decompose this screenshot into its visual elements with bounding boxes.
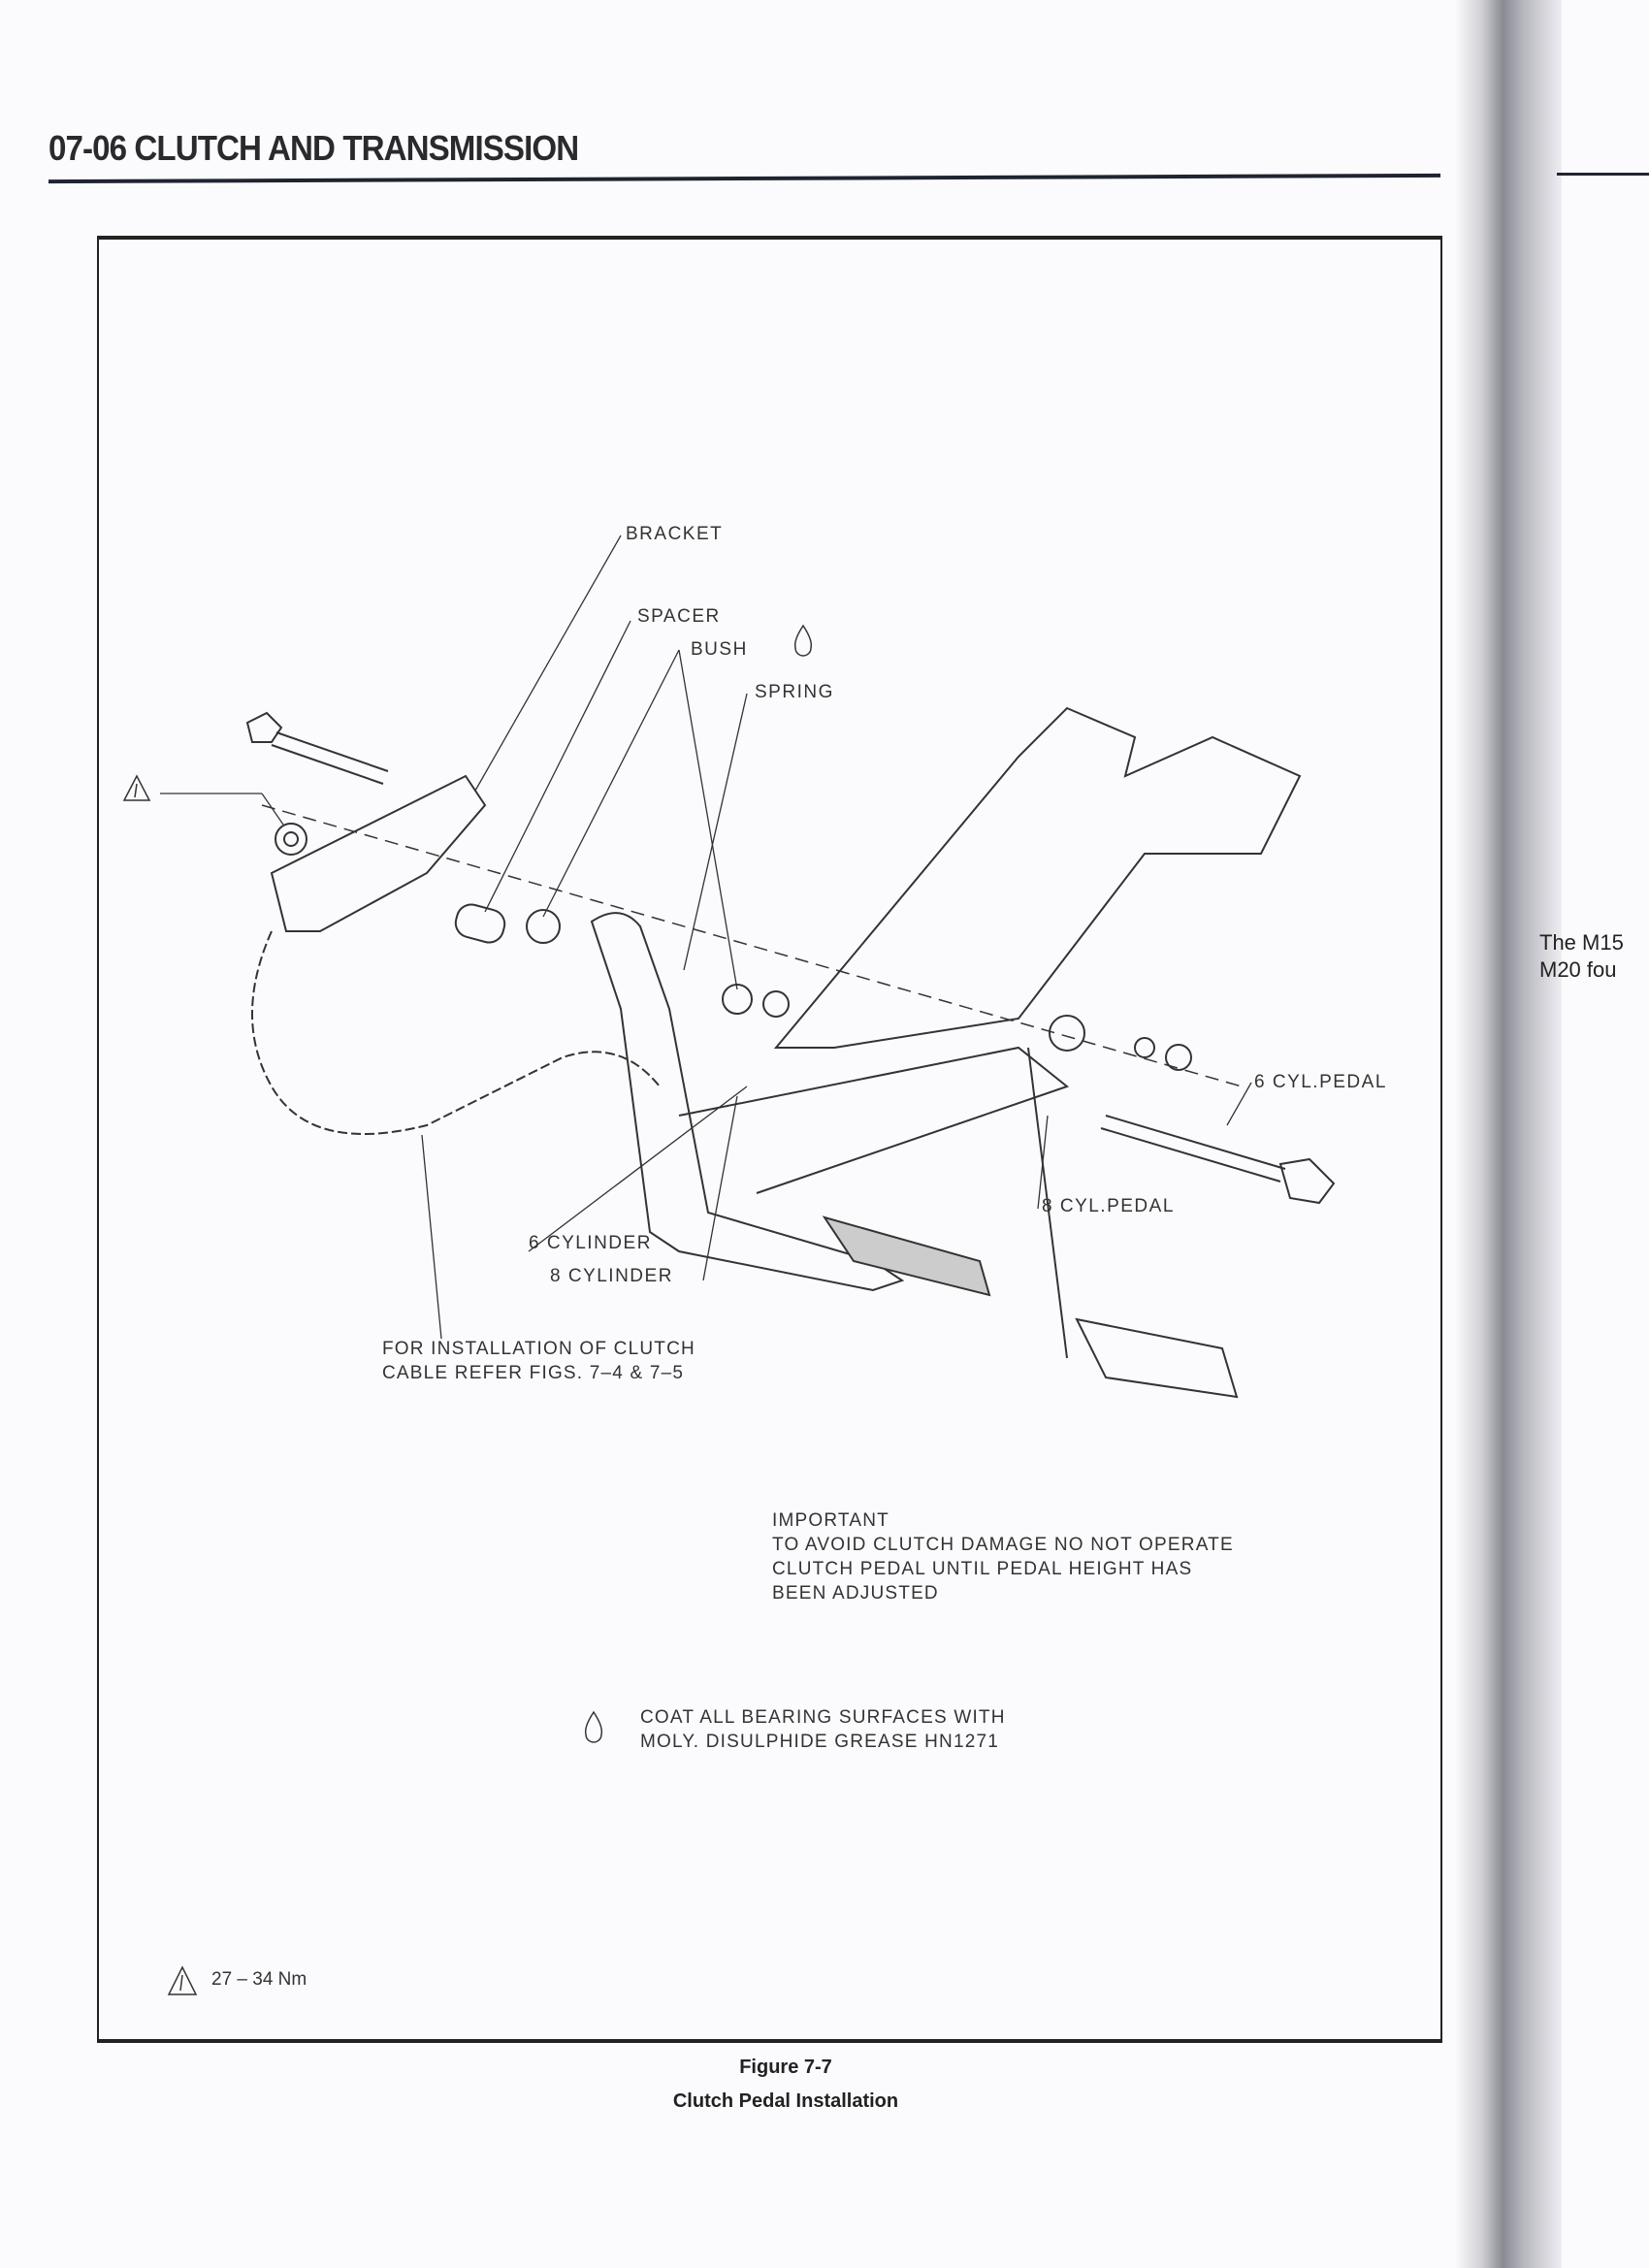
label-8-cyl-pedal: 8 CYL.PEDAL xyxy=(1042,1196,1175,1216)
figure-number: Figure 7-7 xyxy=(739,2057,832,2078)
torque-triangle-icon xyxy=(122,774,151,801)
facing-page-text: The M15 M20 fou xyxy=(1539,929,1624,984)
label-spacer: SPACER xyxy=(637,606,721,627)
label-8-cylinder: 8 CYLINDER xyxy=(550,1266,673,1286)
figure-title: Clutch Pedal Installation xyxy=(672,2090,899,2112)
assembly-axis xyxy=(261,804,1243,1087)
cable-note-line: CABLE REFER FIGS. 7–4 & 7–5 xyxy=(382,1363,685,1383)
fasteners-right xyxy=(722,984,1192,1071)
figure-frame xyxy=(97,236,1442,2043)
label-bush: BUSH xyxy=(691,639,748,660)
grease-note-line: COAT ALL BEARING SURFACES WITH xyxy=(640,1707,1006,1728)
important-line: TO AVOID CLUTCH DAMAGE NO NOT OPERATE xyxy=(772,1535,1234,1555)
leader-lines xyxy=(160,535,1252,1340)
bolt-lower xyxy=(1100,1115,1336,1205)
important-line: BEEN ADJUSTED xyxy=(772,1583,939,1604)
important-line: CLUTCH PEDAL UNTIL PEDAL HEIGHT HAS xyxy=(772,1559,1193,1579)
label-6-cylinder: 6 CYLINDER xyxy=(529,1233,652,1253)
bracket-part xyxy=(270,774,487,932)
label-bracket: BRACKET xyxy=(626,524,724,544)
bolt-upper xyxy=(245,711,389,785)
grease-drop-icon xyxy=(793,624,813,657)
section-title: 07-06 CLUTCH AND TRANSMISSION xyxy=(48,128,579,168)
cable-note-line: FOR INSTALLATION OF CLUTCH xyxy=(382,1339,695,1359)
pedal-box-frame xyxy=(678,706,1302,1359)
clutch-cable xyxy=(251,930,661,1135)
spacer-part xyxy=(454,903,506,944)
facing-page-rule xyxy=(1557,173,1649,176)
facing-page-line: M20 fou xyxy=(1539,957,1617,982)
label-6-cyl-pedal: 6 CYL.PEDAL xyxy=(1254,1072,1387,1092)
important-heading: IMPORTANT xyxy=(772,1510,889,1531)
book-gutter-shadow xyxy=(1455,0,1562,2268)
important-note: IMPORTANT TO AVOID CLUTCH DAMAGE NO NOT … xyxy=(772,1508,1234,1605)
bush-part xyxy=(526,909,561,944)
label-spring: SPRING xyxy=(755,682,834,702)
pedal-arm xyxy=(590,912,1239,1399)
torque-legend-triangle-icon xyxy=(167,1965,198,1995)
torque-legend: 27 – 34 Nm xyxy=(211,1969,307,1990)
facing-page-line: The M15 xyxy=(1539,930,1624,955)
grease-drop-icon xyxy=(584,1710,603,1743)
grease-note: COAT ALL BEARING SURFACES WITH MOLY. DIS… xyxy=(640,1705,1006,1754)
cable-note: FOR INSTALLATION OF CLUTCH CABLE REFER F… xyxy=(382,1337,695,1385)
grease-note-line: MOLY. DISULPHIDE GREASE HN1271 xyxy=(640,1732,1000,1752)
nut-left xyxy=(275,823,307,856)
